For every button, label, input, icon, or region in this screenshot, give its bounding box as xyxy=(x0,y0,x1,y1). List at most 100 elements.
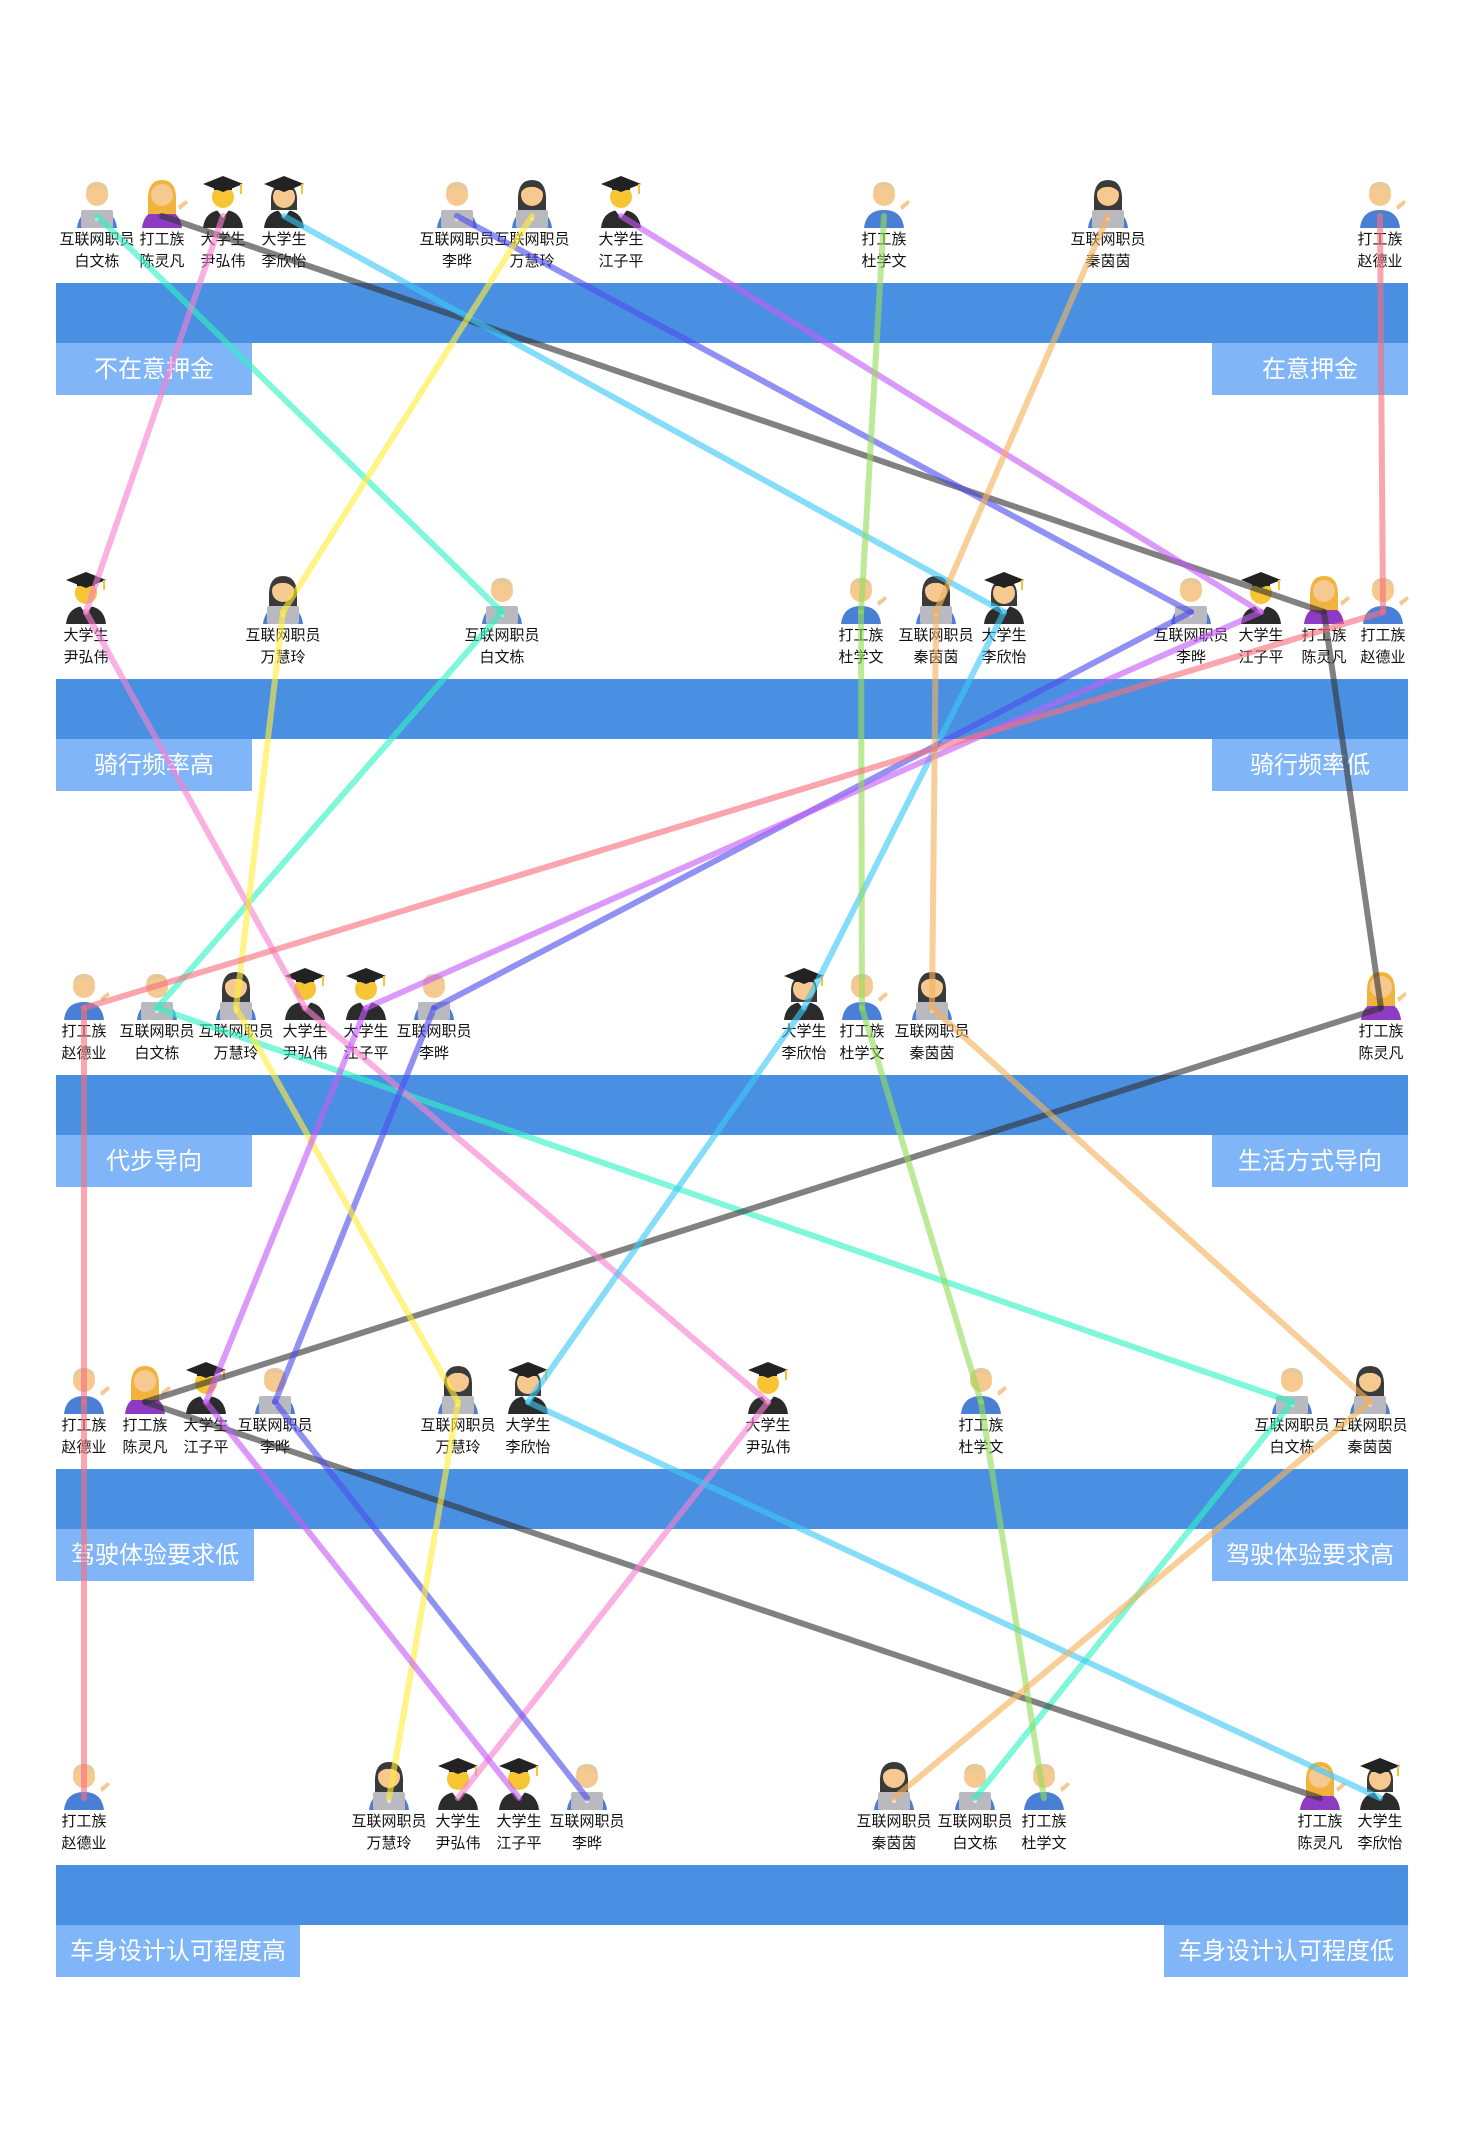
persona-role: 大学生 xyxy=(505,1416,551,1434)
persona-name: 杜学文 xyxy=(958,1438,1004,1456)
left-label-usage-orientation: 代步导向 xyxy=(56,1135,252,1187)
right-label-ride-frequency: 骑行频率低 xyxy=(1212,739,1408,791)
persona-card: 互联网职员万慧玲 xyxy=(418,1358,498,1458)
connection-line xyxy=(455,1399,771,1801)
man-graduate-icon xyxy=(479,1754,559,1810)
persona-role: 互联网职员 xyxy=(1070,230,1146,248)
persona-role: 大学生 xyxy=(282,1022,328,1040)
persona-card: 打工族陈灵凡 xyxy=(1341,964,1421,1064)
man-laptop-icon xyxy=(935,1754,1015,1810)
connection-line xyxy=(858,609,865,1011)
persona-name: 尹弘伟 xyxy=(745,1438,791,1456)
persona-name: 李晔 xyxy=(571,1834,602,1852)
persona-role: 互联网职员 xyxy=(549,1812,625,1830)
persona-card: 互联网职员万慧玲 xyxy=(196,964,276,1064)
persona-role: 互联网职员 xyxy=(1153,626,1229,644)
persona-role: 打工族 xyxy=(1358,1022,1404,1040)
persona-role: 大学生 xyxy=(598,230,644,248)
persona-name: 秦茵茵 xyxy=(909,1044,955,1062)
connection-line xyxy=(386,1399,461,1801)
persona-card: 打工族杜学文 xyxy=(1004,1754,1084,1854)
connection-line xyxy=(94,213,505,615)
right-label-usage-orientation: 生活方式导向 xyxy=(1212,1135,1408,1187)
persona-card: 大学生李欣怡 xyxy=(764,964,844,1064)
persona-name: 尹弘伟 xyxy=(63,648,109,666)
connection-line xyxy=(929,1005,1373,1405)
persona-name: 陈灵凡 xyxy=(1358,1044,1404,1062)
persona-role: 大学生 xyxy=(261,230,307,248)
persona-name: 李欣怡 xyxy=(781,1044,827,1062)
persona-name: 赵德业 xyxy=(61,1834,107,1852)
connection-line xyxy=(454,213,1194,615)
connection-line xyxy=(891,1399,1373,1801)
persona-card: 打工族陈灵凡 xyxy=(1280,1754,1360,1854)
right-label-deposit: 在意押金 xyxy=(1212,343,1408,395)
spectrum-bar-body-design xyxy=(56,1865,1408,1925)
persona-role: 大学生 xyxy=(1357,1812,1403,1830)
persona-name: 万慧玲 xyxy=(260,648,306,666)
connection-line xyxy=(83,213,226,615)
persona-name: 白文栋 xyxy=(134,1044,180,1062)
connection-line xyxy=(272,1399,590,1801)
connection-line xyxy=(302,1005,771,1405)
persona-name: 陈灵凡 xyxy=(122,1438,168,1456)
persona-role: 互联网职员 xyxy=(420,1416,496,1434)
connection-line xyxy=(1377,213,1386,615)
connection-line xyxy=(233,609,286,1011)
persona-role: 大学生 xyxy=(1238,626,1284,644)
connection-line xyxy=(154,1005,1295,1405)
persona-card: 互联网职员白文栋 xyxy=(117,964,197,1064)
connection-line xyxy=(859,1005,984,1405)
connection-line xyxy=(159,213,1327,615)
connection-line xyxy=(203,1399,522,1801)
persona-name: 白文栋 xyxy=(952,1834,998,1852)
persona-card: 大学生江子平 xyxy=(479,1754,559,1854)
persona-name: 万慧玲 xyxy=(366,1834,412,1852)
spectrum-bar-ride-frequency xyxy=(56,679,1408,739)
persona-card: 大学生尹弘伟 xyxy=(418,1754,498,1854)
connection-line xyxy=(142,1005,1384,1405)
connection-line xyxy=(81,609,1386,1011)
connection-line xyxy=(203,1005,369,1405)
woman-tipping-hand-icon xyxy=(122,172,202,228)
connection-line xyxy=(933,213,1111,615)
persona-role: 互联网职员 xyxy=(419,230,495,248)
persona-name: 李欣怡 xyxy=(505,1438,551,1456)
connection-line xyxy=(154,609,505,1011)
persona-role: 互联网职员 xyxy=(119,1022,195,1040)
persona-card: 打工族杜学文 xyxy=(941,1358,1021,1458)
persona-name: 白文栋 xyxy=(74,252,120,270)
connection-line xyxy=(858,213,887,615)
connection-line xyxy=(618,213,1264,615)
persona-name: 李晔 xyxy=(1175,648,1206,666)
persona-card: 互联网职员白文栋 xyxy=(935,1754,1015,1854)
persona-name: 陈灵凡 xyxy=(1297,1834,1343,1852)
connection-line xyxy=(525,1005,807,1405)
persona-role: 打工族 xyxy=(958,1416,1004,1434)
connection-line xyxy=(978,1399,1047,1801)
persona-card: 打工族赵德业 xyxy=(1343,568,1423,668)
connection-line xyxy=(272,1005,437,1405)
persona-name: 万慧玲 xyxy=(213,1044,259,1062)
left-label-driving-experience: 驾驶体验要求低 xyxy=(56,1529,254,1581)
woman-laptop-icon xyxy=(418,1358,498,1414)
connection-line xyxy=(525,1399,1383,1801)
man-laptop-icon xyxy=(547,1754,627,1810)
persona-name: 白文栋 xyxy=(1269,1438,1315,1456)
persona-role: 互联网职员 xyxy=(396,1022,472,1040)
persona-name: 李晔 xyxy=(441,252,472,270)
persona-role: 互联网职员 xyxy=(856,1812,932,1830)
persona-card: 互联网职员李晔 xyxy=(547,1754,627,1854)
persona-name: 陈灵凡 xyxy=(1301,648,1347,666)
woman-tipping-hand-icon xyxy=(1280,1754,1360,1810)
persona-role: 大学生 xyxy=(496,1812,542,1830)
persona-name: 白文栋 xyxy=(479,648,525,666)
persona-name: 赵德业 xyxy=(1360,648,1406,666)
persona-role: 打工族 xyxy=(1360,626,1406,644)
persona-role: 互联网职员 xyxy=(351,1812,427,1830)
persona-role: 打工族 xyxy=(139,230,185,248)
persona-role: 互联网职员 xyxy=(937,1812,1013,1830)
